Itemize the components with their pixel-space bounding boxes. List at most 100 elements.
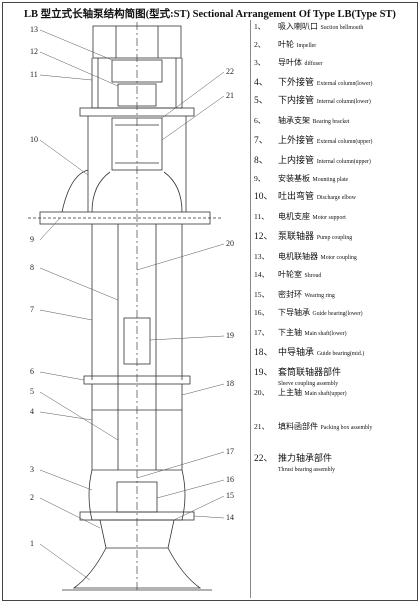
callout-16: 16 — [226, 475, 234, 484]
callout-1: 1 — [30, 539, 34, 548]
callout-21: 21 — [226, 91, 234, 100]
callout-17: 17 — [226, 447, 234, 456]
callout-14: 14 — [226, 513, 234, 522]
legend-item-6: 6、 轴承支架 Bearing bracket — [254, 116, 349, 127]
legend-chinese-label: 下主轴 — [278, 328, 305, 337]
legend-english-label: Motor support — [312, 215, 346, 221]
discharge-head-walls — [87, 116, 187, 212]
legend-number: 12、 — [254, 232, 274, 242]
callout-13: 13 — [30, 25, 38, 34]
legend-chinese-label: 推力轴承部件 — [278, 454, 333, 464]
callout-18: 18 — [226, 379, 234, 388]
legend-number: 18、 — [254, 348, 274, 358]
legend-number: 8、 — [254, 156, 269, 166]
legend-chinese-label: 导叶体 — [278, 58, 305, 67]
callout-12: 12 — [30, 47, 38, 56]
legend-english-label: Packing box assembly — [320, 425, 373, 431]
legend-chinese-label: 填料函部件 — [278, 422, 321, 431]
callout-5: 5 — [30, 387, 34, 396]
callout-22: 22 — [226, 67, 234, 76]
legend-chinese-label: 轴承支架 — [278, 116, 313, 125]
legend-english-label: Internal column(lower) — [316, 99, 371, 105]
legend-chinese-label: 密封环 — [278, 290, 305, 299]
page-title: LB 型立式长轴泵结构简图(型式:ST) Sectional Arrangeme… — [24, 9, 396, 20]
legend-number: 10、 — [254, 192, 274, 202]
legend-number: 14、 — [254, 270, 270, 279]
sleeve-coupling — [123, 317, 151, 365]
legend-number: 13、 — [254, 252, 270, 261]
legend-item-11: 11、电机支座 Motor support — [254, 212, 346, 223]
legend-english-label: Discharge elbow — [316, 195, 356, 201]
legend-english-label: Main shaft(lower) — [304, 331, 347, 337]
legend-english-label: External column(upper) — [316, 139, 373, 145]
legend-chinese-label: 套筒联轴器部件 — [278, 368, 342, 378]
legend-english-label: Internal column(upper) — [316, 159, 371, 165]
legend-item-3: 3、导叶体 diffuser — [254, 58, 322, 69]
legend-number: 16、 — [254, 308, 270, 317]
legend-chinese-label: 中导轴承 — [278, 348, 317, 358]
legend-number: 2、 — [254, 40, 266, 49]
callout-20: 20 — [226, 239, 234, 248]
legend-chinese-label: 叶轮室 — [278, 270, 305, 279]
legend-english-label: Impeller — [296, 43, 317, 49]
legend-english-label: External column(lower) — [316, 81, 373, 87]
legend-divider — [250, 20, 251, 598]
legend-chinese-label: 上外接管 — [278, 136, 317, 146]
legend-item-21: 21、填料函部件 Packing box assembly — [254, 422, 372, 433]
legend-english-label: Main shaft(upper) — [304, 391, 347, 397]
legend-item-9: 9、 安装基板 Mounting plate — [254, 174, 348, 185]
legend-item-7: 7、上外接管 External column(upper) — [254, 136, 372, 147]
legend-item-5: 5、下内接管 Internal column(lower) — [254, 96, 371, 107]
legend-english-label: Thrust bearing assembly — [278, 467, 335, 473]
legend-number: 6、 — [254, 116, 266, 125]
legend-number: 15、 — [254, 290, 270, 299]
legend-english-label: Pump coupling — [316, 235, 353, 241]
callout-6: 6 — [30, 367, 34, 376]
internal-column — [117, 224, 157, 470]
legend-item-12: 12、泵联轴器 Pump coupling — [254, 232, 352, 243]
callout-4: 4 — [30, 407, 34, 416]
legend-item-18: 18、中导轴承 Guide bearing(mid.) — [254, 348, 364, 359]
legend-item-4: 4、下外接管 External column(lower) — [254, 78, 372, 89]
legend-item-20: 20、上主轴 Main shaft(upper) — [254, 388, 347, 399]
legend-chinese-label: 下导轴承 — [278, 308, 313, 317]
external-column-upper — [91, 224, 183, 380]
legend-item-22: 22、推力轴承部件 Thrust bearing assembly — [254, 454, 413, 475]
legend-english-label: Shroud — [304, 273, 322, 279]
legend-english-label: Sleeve coupling assembly — [278, 381, 339, 387]
callout-8: 8 — [30, 263, 34, 272]
callout-2: 2 — [30, 493, 34, 502]
legend-item-1: 1、吸入喇叭口 Suction bellmouth — [254, 22, 363, 33]
legend-item-8: 8、上内接管 Internal column(upper) — [254, 156, 371, 167]
legend-english-label: Guide bearing(mid.) — [316, 351, 365, 357]
legend-english-label: Motor coupling — [320, 255, 357, 261]
legend-number: 20、 — [254, 388, 270, 397]
legend-item-13: 13、电机联轴器 Motor coupling — [254, 252, 357, 263]
callout-7: 7 — [30, 305, 34, 314]
legend-item-10: 10、吐出弯管 Discharge elbow — [254, 192, 356, 203]
legend-item-19: 19、套筒联轴器部件 Sleeve coupling assembly — [254, 368, 413, 389]
legend-chinese-label: 上主轴 — [278, 388, 305, 397]
legend-number: 7、 — [254, 136, 269, 146]
callout-15: 15 — [226, 491, 234, 500]
legend-english-label: Mounting plate — [312, 177, 349, 183]
legend-english-label: Guide bearing(lower) — [312, 311, 363, 317]
legend-number: 1、 — [254, 22, 266, 31]
legend-item-17: 17、下主轴 Main shaft(lower) — [254, 328, 347, 339]
legend-chinese-label: 安装基板 — [278, 174, 313, 183]
callout-9: 9 — [30, 235, 34, 244]
legend-english-label: Wearing ring — [304, 293, 335, 299]
legend-number: 19、 — [254, 368, 274, 378]
legend-item-14: 14、叶轮室 Shroud — [254, 270, 321, 281]
legend-chinese-label: 下内接管 — [278, 96, 317, 106]
callout-3: 3 — [30, 465, 34, 474]
legend-english-label: Bearing bracket — [312, 119, 350, 125]
legend-chinese-label: 泵联轴器 — [278, 232, 317, 242]
legend-item-16: 16、下导轴承 Guide bearing(lower) — [254, 308, 363, 319]
legend-number: 22、 — [254, 454, 274, 464]
legend-number: 9、 — [254, 174, 266, 183]
legend-number: 21、 — [254, 422, 270, 431]
